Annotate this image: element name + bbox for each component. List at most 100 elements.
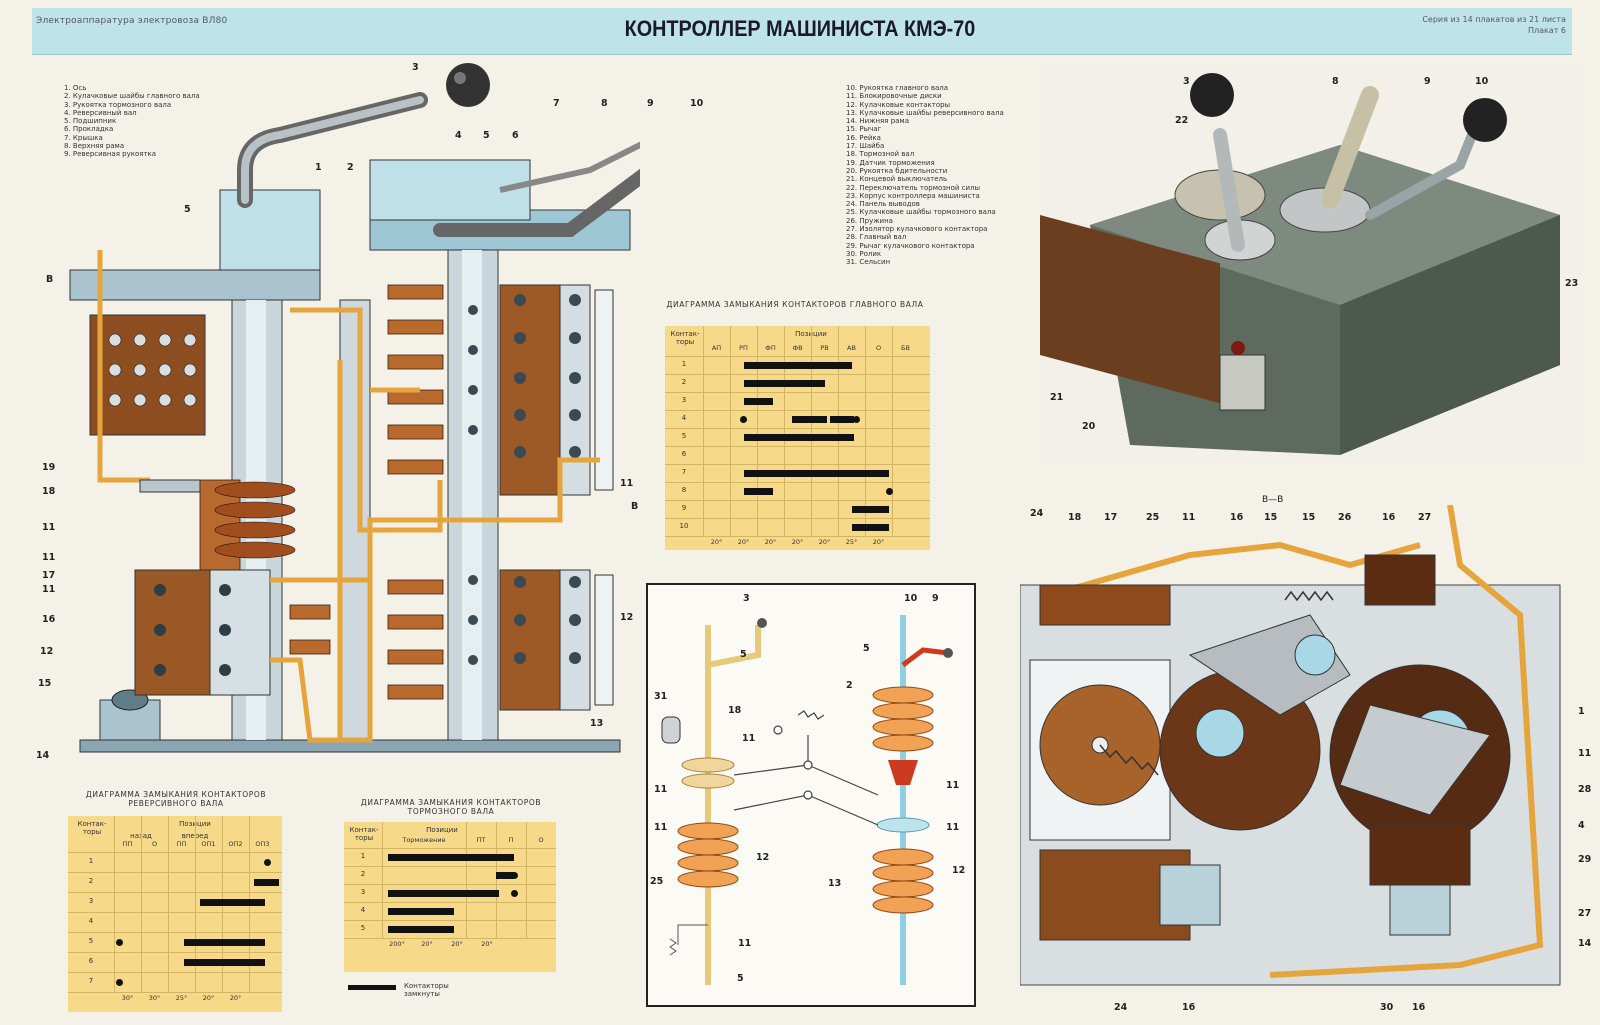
angle-label: 20° [481,940,493,948]
grid-row [665,410,930,411]
grid-row [344,920,556,921]
legend-item: 30. Ролик [846,249,882,258]
scheme-callout-11b: 11 [654,784,668,795]
closure-dot [853,415,861,423]
legend-item: 15. Рычаг [846,125,882,134]
callout-6: 6 [512,130,519,141]
row-label: 1 [681,360,687,368]
scheme-callout-9: 9 [932,593,939,604]
callout-11d: 11 [620,478,634,489]
grid-row [665,428,930,429]
section-callout-25: 25 [1146,512,1160,523]
closure-dot [510,871,518,879]
scheme-callout-2: 2 [846,680,853,691]
grid-col [195,816,196,992]
angle-label: 200° [389,940,405,948]
angle-label: 20° [818,538,831,546]
closed-legend-text: Контакторы замкнуты [404,982,449,998]
callout-4: 4 [455,130,462,141]
section-callout-11: 11 [1182,512,1196,523]
row-label: 2 [360,870,366,878]
section-callout-1: 1 [1578,706,1585,717]
main-shaft-diagram-title: ДИАГРАММА ЗАМЫКАНИЯ КОНТАКТОРОВ ГЛАВНОГО… [666,300,924,309]
legend-item: 31. Сельсин [846,258,891,267]
grid-row [344,884,556,885]
callout-12b: 12 [620,612,634,623]
grid-head [68,852,282,853]
legend-item: 29. Рычаг кулачкового контактора [846,241,975,250]
grid-row [68,952,282,953]
row-label: 1 [88,857,94,865]
section-callout-16: 16 [1230,512,1244,523]
controller-cutaway-illustration [69,63,640,753]
series-label: Электроаппаратура электровоза ВЛ80 [36,16,228,26]
scheme-callout-5b: 5 [737,973,744,984]
scheme-callout-11a: 11 [742,733,756,744]
column-label: ФВ [792,344,803,352]
legend-item: 19. Датчик торможения [846,158,935,167]
scheme-callout-5: 5 [740,649,747,660]
brake-shaft-diagram-title: ДИАГРАММА ЗАМЫКАНИЯ КОНТАКТОРОВ ТОРМОЗНО… [346,798,556,816]
column-label: ОП1 [201,840,216,848]
grid-col [114,816,115,992]
callout-13: 13 [590,718,604,729]
column-label: РП [739,344,748,352]
row-label: 5 [88,937,94,945]
series-info: Серия из 14 плакатов из 21 листа Плакат … [1422,14,1566,36]
grid-col [141,816,142,992]
scheme-callout-31: 31 [654,691,668,702]
kinematic-scheme-box [646,583,976,1007]
scheme-callout-10: 10 [904,593,918,604]
section-callout-30: 30 [1380,1002,1394,1013]
closure-bar [851,524,890,531]
legend-item: 14. Нижняя рама [846,117,910,126]
scheme-callout-11f: 11 [738,938,752,949]
legend-item: 11. Блокировочные диски [846,92,942,101]
section-callout-16d: 16 [1412,1002,1426,1013]
photo-callout-21: 21 [1050,392,1064,403]
legend-item: 9. Реверсивная рукоятка [64,150,157,159]
closure-bar [388,908,454,915]
angle-label: 20° [764,538,777,546]
angle-label: 20° [710,538,723,546]
reverse-shaft-diagram-title: ДИАГРАММА ЗАМЫКАНИЯ КОНТАКТОРОВ РЕВЕРСИВ… [66,790,286,808]
closure-dot [115,938,123,946]
legend-item: 20. Рукоятка бдительности [846,166,948,175]
section-callout-28: 28 [1578,784,1592,795]
legend-item: 4. Реверсивный вал [64,108,137,117]
column-label: П [508,836,514,844]
closure-bar [184,939,266,946]
legend-item: 18. Тормозной вал [846,150,915,159]
photo-callout-8: 8 [1332,76,1339,87]
scheme-callout-12b: 12 [952,865,966,876]
photo-callout-3: 3 [1183,76,1190,87]
row-label: 7 [681,468,687,476]
grid-row [665,500,930,501]
sheet-number: Плакат 6 [1527,26,1566,35]
scheme-callout-12: 12 [756,852,770,863]
column-label: ОП3 [255,840,270,848]
closure-bar [496,872,514,879]
photo-callout-23: 23 [1565,278,1579,289]
legend-item: 1. Ось [64,84,87,92]
callout-11a: 11 [42,522,56,533]
callout-11b: 11 [42,552,56,563]
reverse-shaft-diagram: Контак-торыПозицииназадвпередППОППОП1ОП2… [68,816,282,1012]
direction-forward: вперед [168,832,222,840]
scheme-callout-11e: 11 [946,822,960,833]
callout-9: 9 [647,98,654,109]
closure-bar [743,362,852,369]
callout-2: 2 [347,162,354,173]
column-label: О [875,344,882,352]
closure-bar [792,416,828,423]
closure-bar [829,416,855,423]
positions-label: Позиции [426,826,458,834]
grid-row [344,866,556,867]
legend-item: 28. Главный вал [846,233,907,242]
closure-bar [743,380,825,387]
column-label: Торможение [402,836,446,844]
column-label: О [538,836,544,844]
section-callout-15: 15 [1264,512,1278,523]
grid-col [811,326,812,536]
